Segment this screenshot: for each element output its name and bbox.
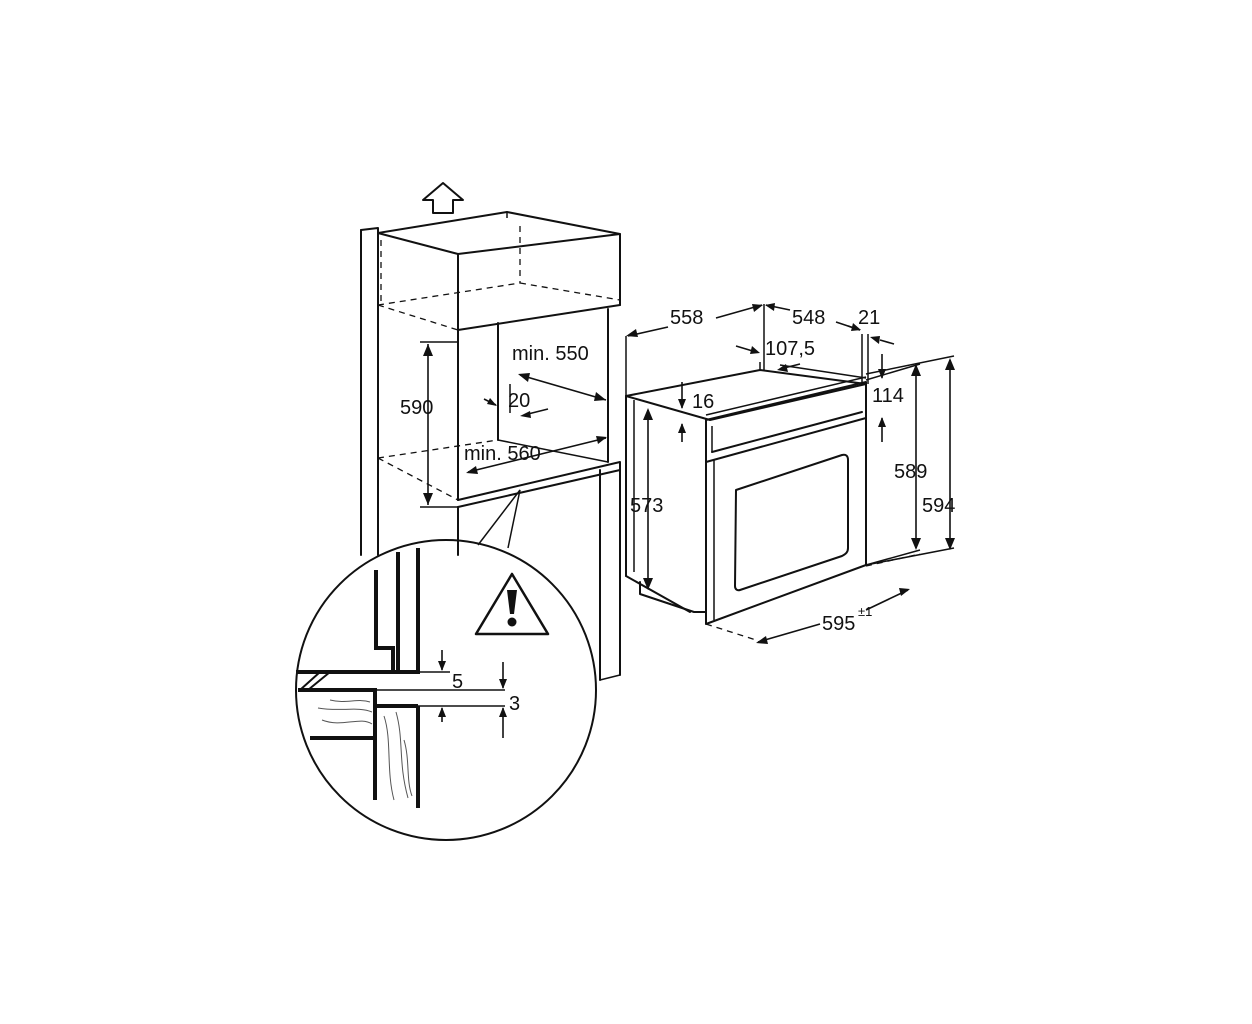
warning-triangle-icon [474,572,550,636]
detail-magnifier [295,539,597,841]
oven-front-thickness-label: 21 [858,307,880,329]
cabinet-outline [360,211,621,681]
up-arrow-icon [422,182,464,214]
oven-width-tolerance-label: ±1 [858,604,872,619]
oven-dimension-lines [625,303,955,644]
oven-outline [625,362,867,625]
oven-panel-height-label: 114 [872,385,904,407]
oven-top-offset-label: 107,5 [765,338,815,360]
oven-top-gap-label: 16 [692,391,714,413]
oven-total-depth-label: 558 [670,307,703,329]
oven-body-depth-label: 548 [792,307,825,329]
niche-depth-label: min. 550 [512,343,589,365]
detail-gap-bottom-label: 3 [509,693,520,715]
niche-height-label: 590 [400,397,433,419]
niche-dimension-lines [420,341,607,508]
oven-body-height-label: 573 [630,495,663,517]
oven-total-height-label: 594 [922,495,955,517]
oven-front-height-label: 589 [894,461,927,483]
oven-width-label: 595 [822,613,855,635]
niche-gap-label: 20 [508,390,530,412]
niche-width-label: min. 560 [464,443,541,465]
detail-gap-top-label: 5 [452,671,463,693]
